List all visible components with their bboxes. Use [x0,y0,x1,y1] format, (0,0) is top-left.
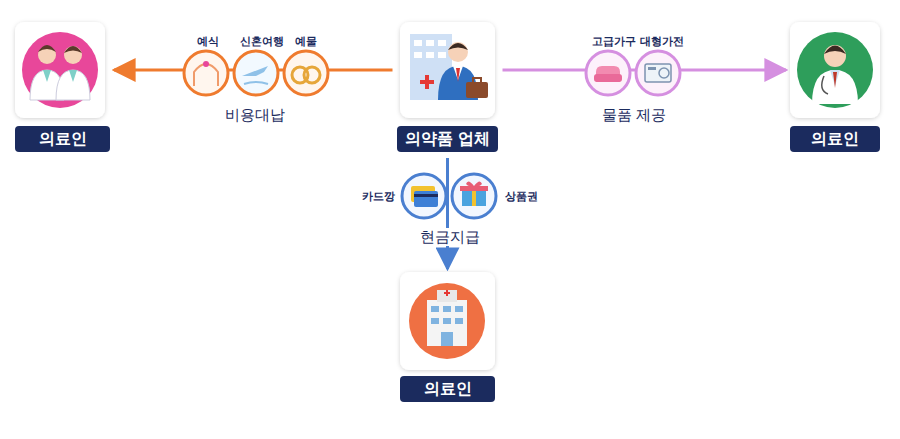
item-label: 예물 [295,34,317,49]
item-label: 카드깡 [362,189,395,204]
item-label: 고급가구 대형가전 [592,34,684,49]
item-label: 예식 [197,34,219,49]
actor-node: 의료인 [400,272,495,402]
node-label: 의료인 [400,376,495,402]
actor-node: 의약품 업체 [397,22,499,152]
hospital-icon [400,272,495,370]
node-label: 의료인 [15,126,110,152]
node-label: 의약품 업체 [397,126,499,152]
cash-item-icons [402,174,496,218]
node-label: 의료인 [790,126,880,152]
edge-label: 현금지급 [417,228,483,246]
wedding-item-icons [184,51,328,95]
flow-arrow [446,158,449,269]
icon-space [15,22,110,126]
edge-label: 비용대납 [222,106,288,124]
actor-node: 의료인 [15,22,110,152]
furniture-item-icons [586,51,680,95]
edge-label: 물품 제공 [599,106,670,124]
icon-space [400,272,495,376]
doctor-icon [790,22,880,118]
actor-node: 의료인 [790,22,880,152]
item-label: 신혼여행 [240,34,284,49]
company-icon [400,22,495,118]
icon-space [790,22,880,126]
item-label: 상품권 [505,189,538,204]
icon-space [397,22,499,126]
doctors-icon [15,22,105,118]
